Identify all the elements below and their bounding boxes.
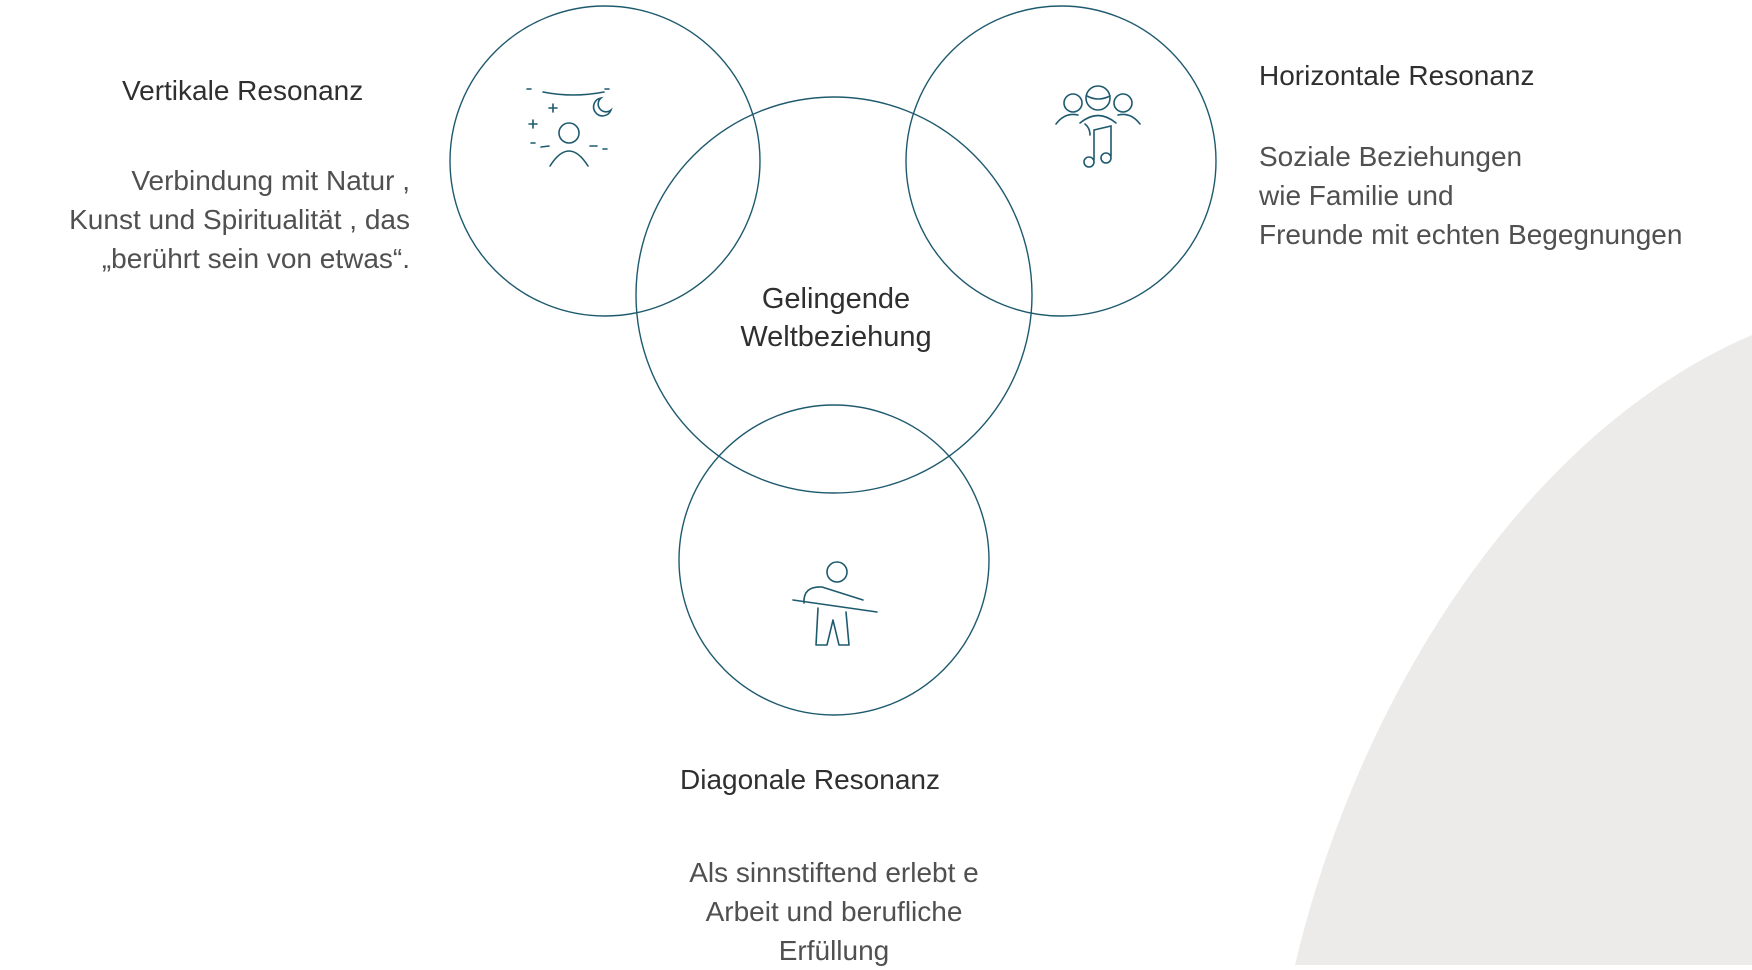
group-music-icon (1055, 85, 1141, 168)
diagonal-description-line-3: Erfüllung (778, 935, 890, 966)
horizontal-resonance-description: Soziale Beziehungen wie Familie und Freu… (1259, 137, 1682, 254)
circle-horizontal (905, 5, 1217, 317)
horizontal-description-line-1: Soziale Beziehungen (1259, 141, 1523, 172)
diagonal-resonance-title: Diagonale Resonanz (680, 764, 940, 795)
horizontal-resonance-title: Horizontale Resonanz (1259, 60, 1535, 91)
circle-vertical (449, 5, 761, 317)
vertical-description-line-1: Verbindung mit Natur , (131, 165, 410, 196)
center-label-line-1: Gelingende (761, 283, 911, 315)
diagonal-description-line-1: Als sinnstiftend erlebt e (689, 857, 979, 888)
vertical-resonance-title: Vertikale Resonanz (122, 75, 364, 106)
center-label-line-2: Weltbeziehung (740, 321, 932, 353)
circle-diagonal (678, 404, 990, 716)
diagonal-resonance-description: Als sinnstiftend erlebt e Arbeit und ber… (634, 853, 1034, 970)
center-label: Gelingende Weltbeziehung (686, 280, 986, 356)
background-arc-shape (1295, 335, 1752, 965)
vertical-description-line-2: Kunst und Spiritualität , das (69, 204, 410, 235)
horizontal-description-line-2: wie Familie und (1259, 180, 1454, 211)
circle-center (635, 96, 1033, 494)
horizontal-description-line-3: Freunde mit echten Begegnungen (1259, 219, 1683, 250)
diagonal-description-line-2: Arbeit und berufliche (705, 896, 963, 927)
night-sky-person-icon (526, 88, 613, 167)
vertical-resonance-description: Verbindung mit Natur , Kunst und Spiritu… (69, 161, 410, 278)
vertical-description-line-3: „berührt sein von etwas“. (101, 243, 410, 274)
person-working-icon (792, 561, 878, 646)
